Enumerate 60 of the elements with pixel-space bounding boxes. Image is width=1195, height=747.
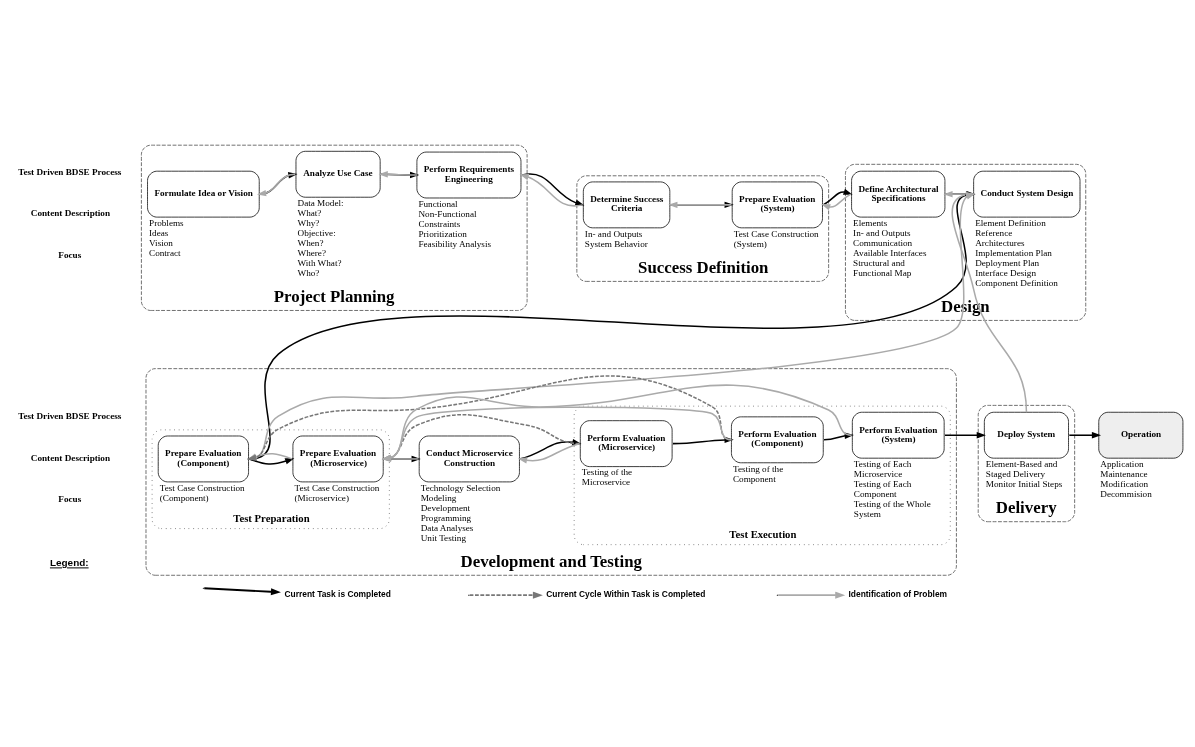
- node-label: Problems: [149, 217, 184, 228]
- node-label: Testing of Each Microservice: [853, 458, 912, 479]
- node-label: Test Case Construction (Microservice): [294, 482, 380, 503]
- label: Focus: [58, 493, 82, 504]
- node-label: Testing of the Component: [732, 463, 784, 484]
- node-label: Testing of the Microservice: [581, 466, 633, 487]
- node-label: Technology Selection: [420, 482, 501, 493]
- node-label: Why?: [297, 217, 320, 228]
- node-label: Unit Testing: [420, 532, 467, 543]
- node-label: Component Definition: [975, 277, 1058, 288]
- node-label: Vision: [149, 237, 173, 248]
- node-label: When?: [297, 237, 324, 248]
- node-label: Prioritization: [418, 228, 467, 239]
- label: Focus: [58, 249, 82, 260]
- node-label: With What?: [297, 257, 342, 268]
- label: Test Driven BDSE Process: [18, 166, 122, 177]
- node-label: Communication: [853, 237, 913, 248]
- node-label: Interface Design: [975, 267, 1037, 278]
- node-label: Modification: [1100, 478, 1149, 489]
- node-label: Contract: [149, 247, 181, 258]
- node-label: In- and Outputs: [853, 227, 911, 238]
- node-label: Functional: [418, 198, 458, 209]
- node-label: Monitor Initial Steps: [985, 478, 1063, 489]
- node-label: Feasibility Analysis: [418, 238, 492, 249]
- node-label: Testing of the Whole System: [853, 498, 931, 519]
- node-label: Who?: [297, 267, 320, 278]
- node-label: In- and Outputs: [584, 228, 643, 239]
- node-label: Structural and Functional Map: [853, 257, 912, 278]
- node-label: Implementation Plan: [975, 247, 1052, 258]
- node-label: Test Case Construction (System): [733, 228, 819, 249]
- node-label: Constraints: [418, 218, 461, 229]
- legend-label: Current Task is Completed: [284, 588, 391, 599]
- node-label: System Behavior: [584, 238, 648, 249]
- node-label: Decommision: [1100, 488, 1152, 499]
- node-label: Available Interfaces: [853, 247, 927, 258]
- node-label: Objective:: [297, 227, 336, 238]
- node-label: Ideas: [149, 227, 169, 238]
- node-label: What?: [297, 207, 322, 218]
- node-label: Elements: [853, 217, 888, 228]
- node-label: Deployment Plan: [975, 257, 1040, 268]
- node-label: Reference Architectures: [975, 227, 1025, 248]
- node-label: Data Analyses: [420, 522, 474, 533]
- node-label: Programming: [420, 512, 472, 523]
- node-label: Element-Based and Staged Delivery: [985, 458, 1058, 479]
- label: Test Driven BDSE Process: [18, 410, 122, 421]
- node-label: Modeling: [420, 492, 457, 503]
- node-label: Testing of Each Component: [853, 478, 912, 499]
- legend-label: Current Cycle Within Task is Completed: [546, 588, 706, 599]
- node-label: Element Definition: [975, 217, 1046, 228]
- legend-label: Identification of Problem: [848, 588, 948, 599]
- label: Legend:: [49, 556, 89, 568]
- node-label: Non-Functional: [418, 208, 477, 219]
- node-label: Data Model:: [297, 197, 344, 208]
- node-label: Maintenance: [1100, 468, 1148, 479]
- node-label: Where?: [297, 247, 327, 258]
- label: Content Description: [30, 452, 111, 463]
- node-label: Development: [420, 502, 471, 513]
- node-label: Application: [1100, 458, 1144, 469]
- label: Content Description: [30, 207, 111, 218]
- node-label: Test Case Construction (Component): [159, 482, 245, 503]
